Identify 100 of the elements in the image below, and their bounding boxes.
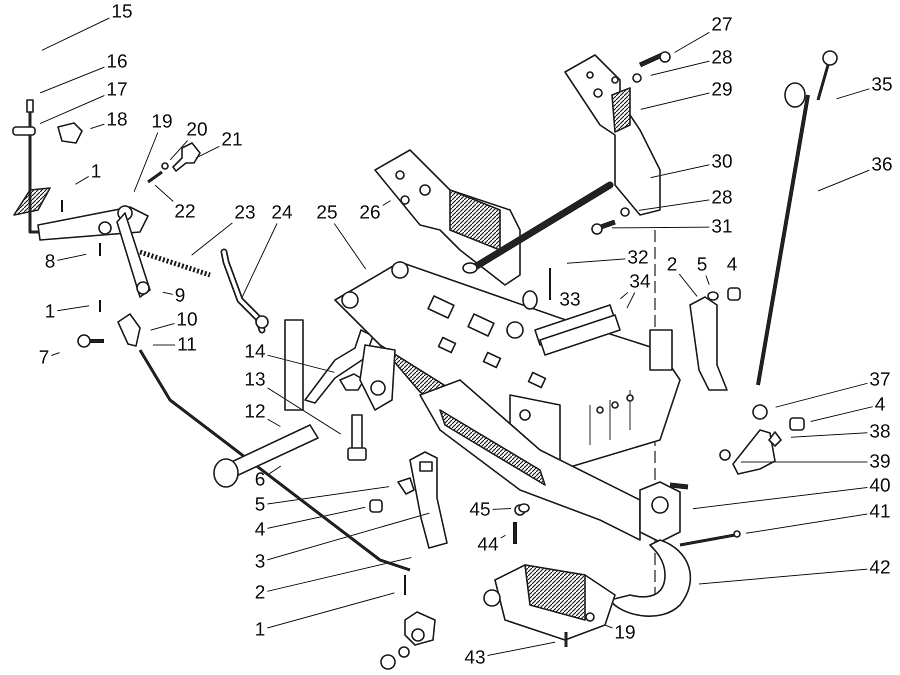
leader-line bbox=[154, 184, 174, 202]
leader-line bbox=[790, 432, 868, 438]
callout-number: 36 bbox=[869, 154, 895, 176]
callout-number: 33 bbox=[557, 290, 583, 310]
callout-number: 42 bbox=[867, 558, 893, 578]
leader-line bbox=[775, 382, 868, 408]
callout-number: 37 bbox=[867, 370, 893, 390]
callout-number: 7 bbox=[36, 348, 52, 368]
callout-number: 28 bbox=[709, 188, 735, 208]
callout-number: 9 bbox=[172, 286, 188, 306]
leader-line bbox=[266, 512, 430, 560]
leader-line bbox=[678, 274, 698, 297]
callout-number: 40 bbox=[867, 476, 893, 496]
callout-number: 30 bbox=[709, 152, 735, 172]
leader-line bbox=[191, 222, 233, 256]
leader-line bbox=[566, 258, 626, 264]
leader-line bbox=[705, 275, 710, 286]
leader-line bbox=[266, 592, 395, 628]
leader-line bbox=[626, 292, 636, 309]
callout-number: 43 bbox=[462, 648, 488, 668]
leader-line bbox=[195, 146, 220, 159]
leader-line bbox=[745, 514, 868, 534]
callout-number: 24 bbox=[269, 202, 295, 224]
leader-line bbox=[500, 534, 506, 538]
callout-number: 19 bbox=[612, 622, 638, 644]
leader-line bbox=[90, 124, 105, 130]
callout-number: 29 bbox=[709, 80, 735, 100]
leader-line bbox=[492, 508, 512, 510]
callout-number: 44 bbox=[475, 534, 501, 556]
callout-number: 2 bbox=[252, 582, 268, 604]
callout-number: 16 bbox=[104, 52, 130, 72]
callout-number: 25 bbox=[314, 202, 340, 224]
leader-line bbox=[382, 200, 392, 206]
leader-line bbox=[74, 176, 90, 185]
callout-number: 45 bbox=[467, 500, 493, 520]
callout-number: 26 bbox=[357, 202, 383, 224]
leader-line bbox=[152, 344, 176, 346]
callout-number: 4 bbox=[872, 394, 888, 416]
leader-line bbox=[698, 568, 868, 584]
callout-number: 28 bbox=[709, 48, 735, 68]
leader-line bbox=[810, 406, 874, 422]
leader-line bbox=[241, 223, 278, 299]
callout-number: 31 bbox=[709, 216, 735, 238]
callout-number: 41 bbox=[867, 502, 893, 522]
callout-number: 19 bbox=[149, 112, 175, 132]
callout-number: 4 bbox=[724, 254, 740, 276]
callout-number: 34 bbox=[627, 272, 653, 292]
callout-number: 4 bbox=[252, 520, 268, 540]
leader-line bbox=[267, 387, 342, 435]
callout-number: 14 bbox=[242, 342, 268, 362]
leader-line bbox=[674, 32, 710, 53]
callout-number: 18 bbox=[104, 110, 130, 130]
callout-number: 22 bbox=[172, 202, 198, 222]
callout-number: 1 bbox=[42, 302, 58, 322]
callout-number: 5 bbox=[694, 254, 710, 276]
callout-number: 35 bbox=[869, 74, 895, 96]
callout-number: 12 bbox=[242, 402, 268, 422]
leader-line bbox=[266, 506, 366, 529]
leader-line bbox=[650, 60, 710, 76]
callout-number: 27 bbox=[709, 14, 735, 36]
leader-line bbox=[818, 170, 870, 192]
callout-number: 17 bbox=[104, 80, 130, 100]
leader-line bbox=[266, 466, 282, 476]
callout-number: 5 bbox=[252, 494, 268, 516]
leader-line bbox=[334, 223, 366, 270]
leader-line bbox=[40, 95, 105, 124]
leader-line bbox=[612, 226, 710, 228]
callout-number: 38 bbox=[867, 422, 893, 442]
leader-line bbox=[40, 66, 105, 94]
callout-number: 32 bbox=[625, 248, 651, 268]
leader-line bbox=[836, 88, 870, 100]
leader-line bbox=[150, 323, 175, 331]
callout-number: 8 bbox=[42, 252, 58, 272]
leader-line bbox=[170, 140, 188, 160]
callout-number: 15 bbox=[109, 2, 135, 22]
leader-line bbox=[620, 292, 628, 300]
leader-line bbox=[56, 254, 87, 261]
callout-number: 13 bbox=[242, 370, 268, 390]
callout-number: 21 bbox=[219, 130, 245, 150]
callout-number: 11 bbox=[175, 334, 199, 356]
leader-line bbox=[134, 132, 158, 192]
callout-number: 6 bbox=[252, 470, 268, 490]
leader-line bbox=[487, 642, 556, 656]
leader-line bbox=[604, 624, 613, 628]
leader-line bbox=[638, 199, 710, 211]
leader-line bbox=[266, 486, 390, 504]
leader-line bbox=[640, 92, 710, 110]
leader-line bbox=[56, 305, 90, 312]
callout-number: 3 bbox=[252, 552, 268, 572]
leader-line bbox=[267, 354, 335, 373]
leader-line bbox=[266, 557, 412, 592]
callout-number: 20 bbox=[184, 120, 210, 140]
callout-number: 39 bbox=[867, 452, 893, 472]
leader-line bbox=[692, 487, 868, 510]
callout-number: 1 bbox=[252, 620, 268, 640]
leader-line bbox=[50, 352, 60, 356]
callout-number: 2 bbox=[664, 254, 680, 276]
leader-line bbox=[650, 164, 710, 178]
leader-line bbox=[162, 292, 174, 295]
callout-number: 10 bbox=[174, 310, 200, 330]
